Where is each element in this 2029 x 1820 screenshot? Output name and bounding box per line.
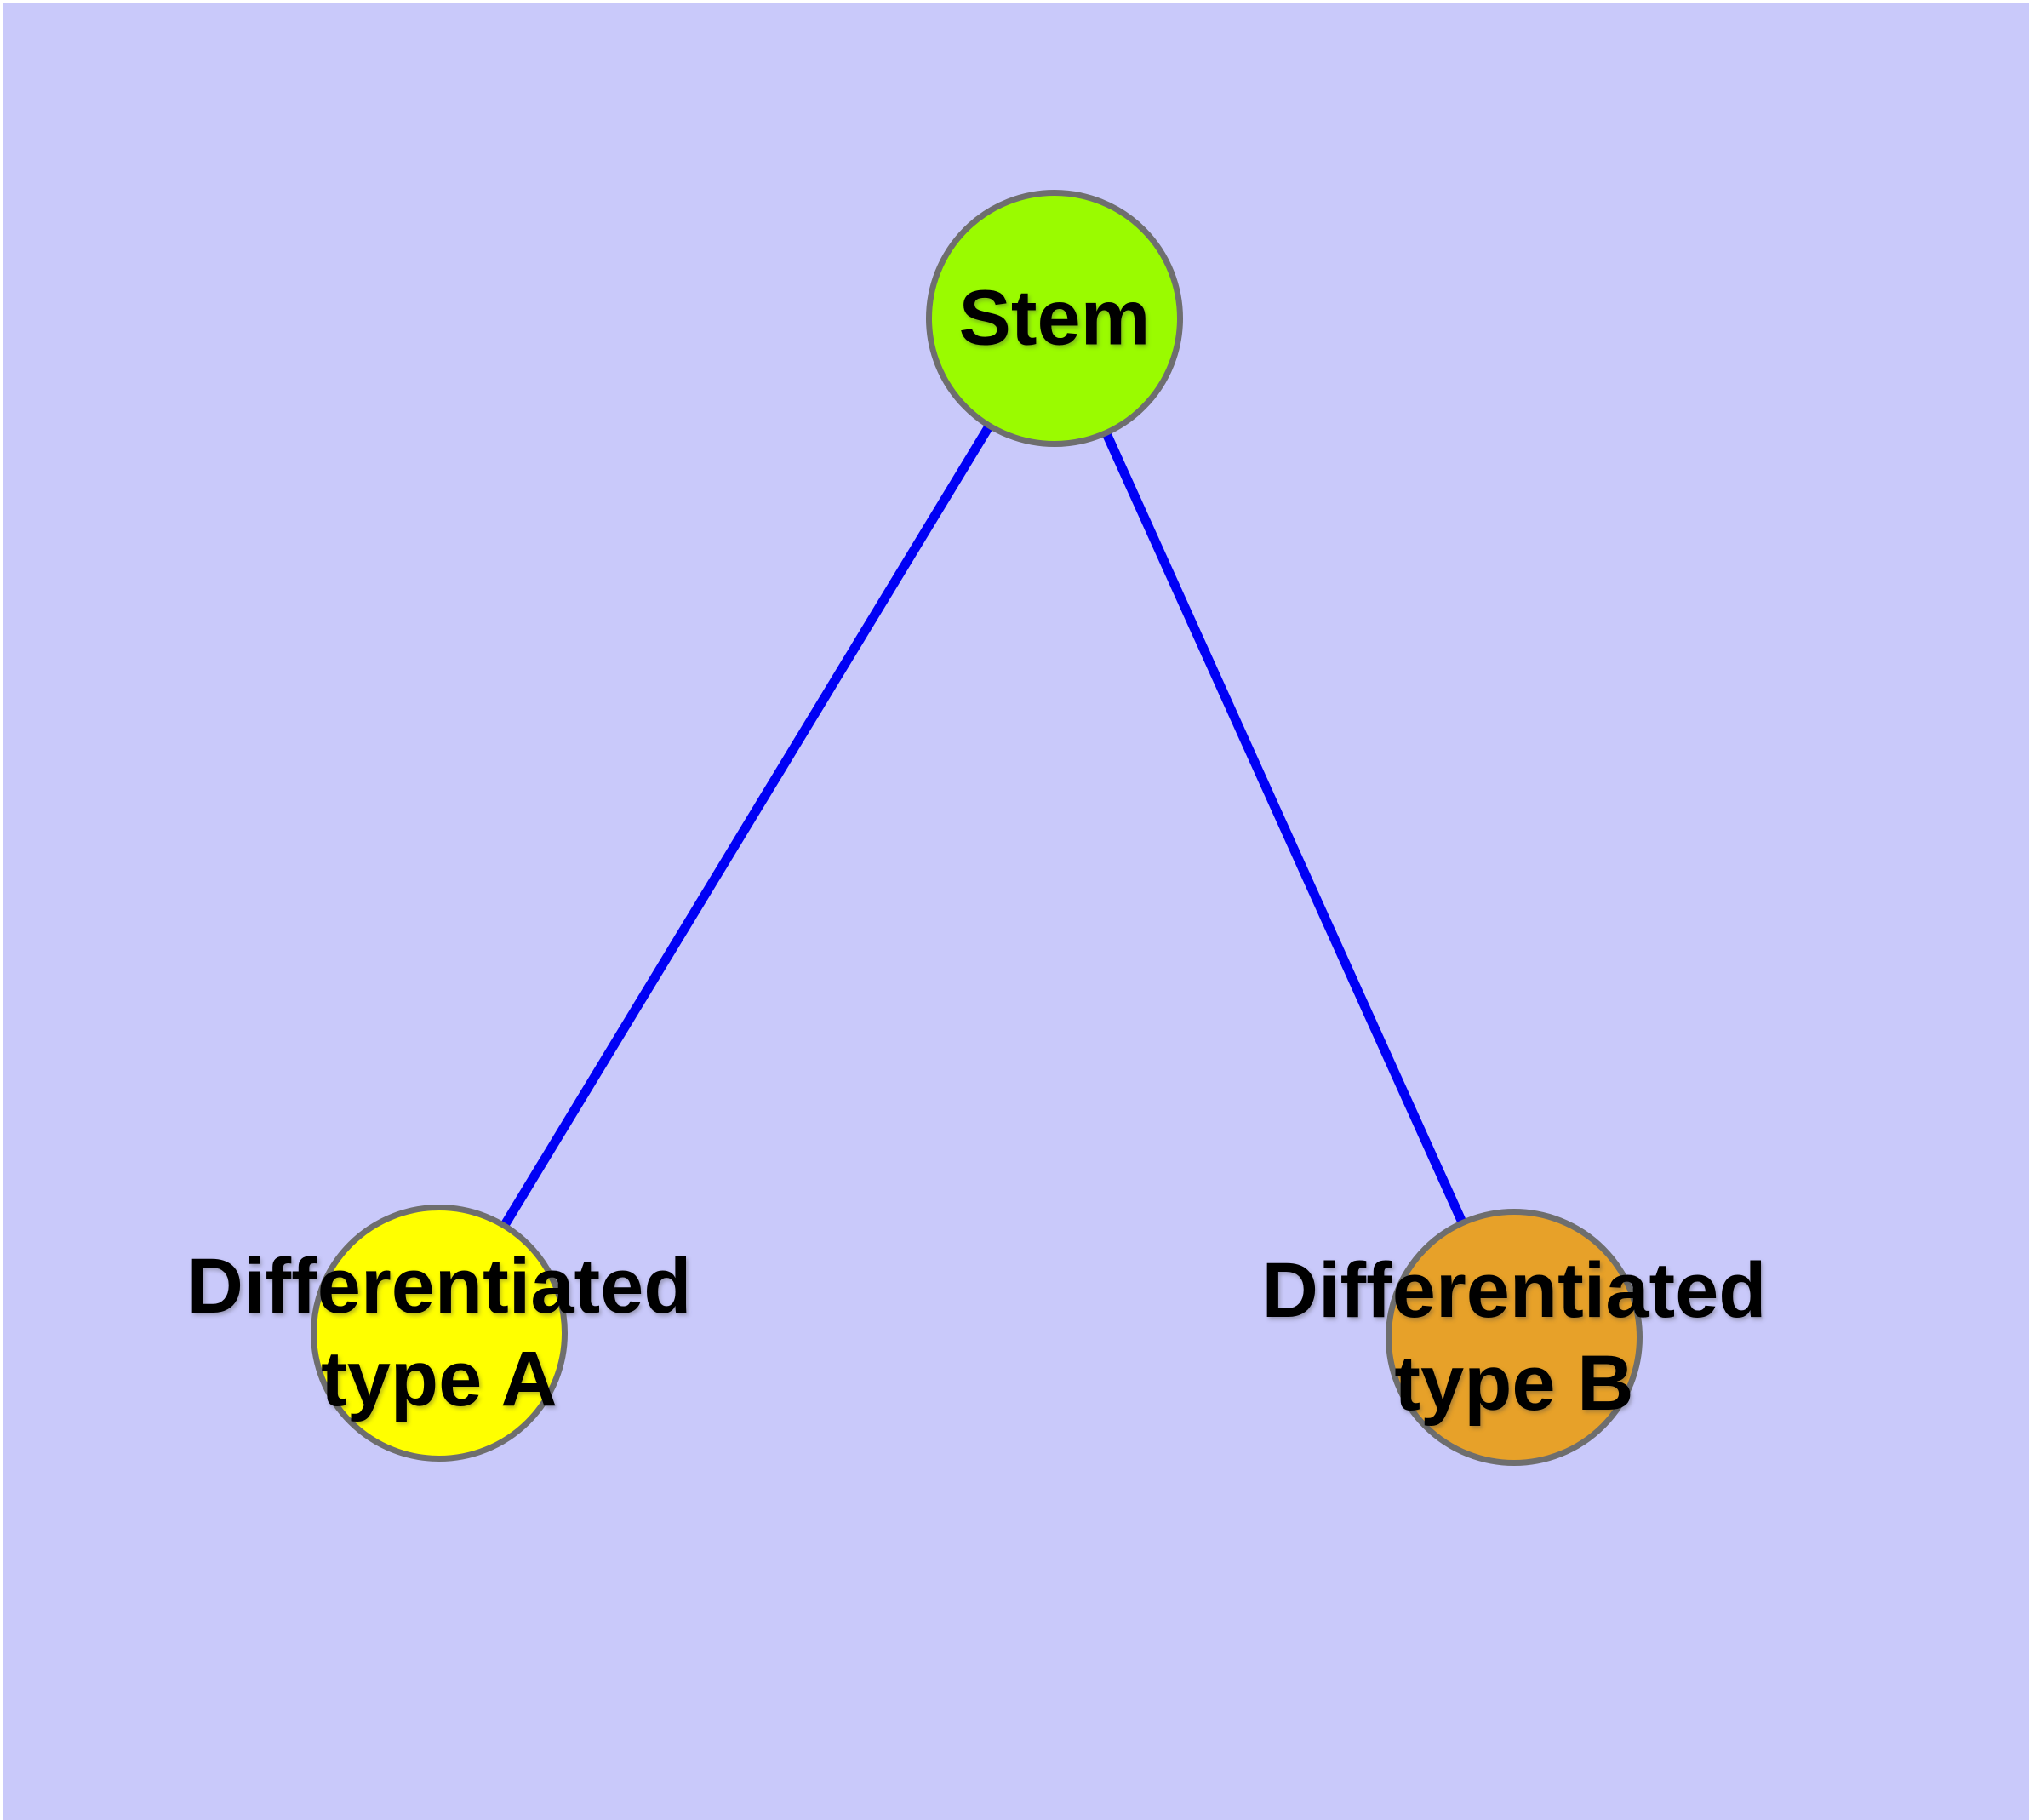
- edge-stem-to-type-a: [435, 316, 1059, 1336]
- node-differentiated-type-b[interactable]: [1386, 1209, 1643, 1466]
- node-differentiated-type-a[interactable]: [311, 1205, 568, 1462]
- edge-stem-to-type-b: [1049, 316, 1519, 1340]
- node-stem[interactable]: [926, 190, 1183, 447]
- window-margin-left: [0, 0, 3, 1820]
- window-margin-top: [0, 0, 2029, 3]
